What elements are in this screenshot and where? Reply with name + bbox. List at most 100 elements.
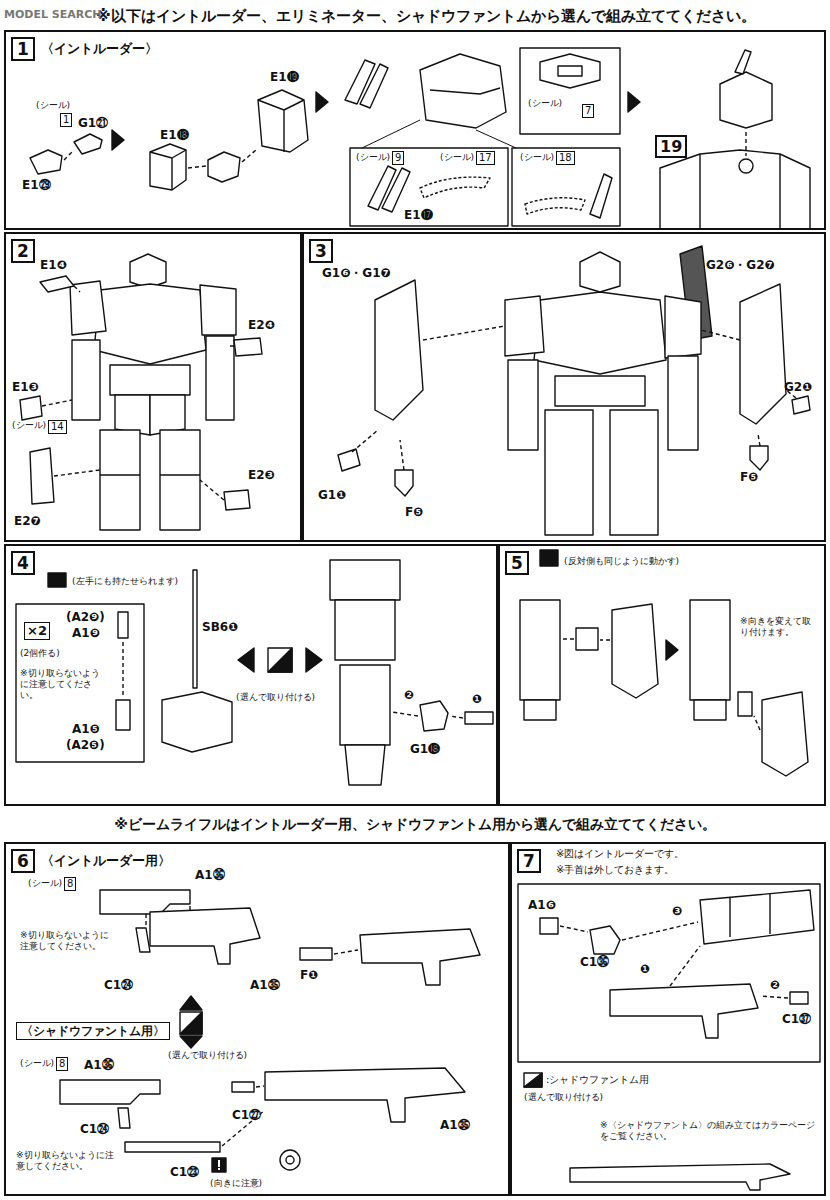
part-number: E1❹ (40, 258, 67, 272)
part-drawing (392, 712, 463, 718)
small-note: (シール) (356, 152, 390, 163)
part-drawing (520, 550, 808, 776)
part-number: F❶ (300, 968, 318, 982)
part-drawing (16, 560, 493, 785)
step-number: 6 (11, 849, 35, 873)
note-text: ※手首は外しておきます。 (556, 864, 674, 876)
part-drawing (520, 48, 620, 134)
robot-drawing (40, 276, 74, 292)
step-panel: 1〈イントルーダー〉 (4, 30, 826, 230)
part-drawing (258, 90, 308, 152)
part-drawing (162, 692, 232, 752)
quantity-mark: ×2 (24, 622, 50, 640)
part-number: A1❺ (72, 722, 100, 736)
rifle-drawing (560, 922, 788, 998)
part-number: ❷ (404, 688, 414, 702)
rifle-drawing (265, 1068, 465, 1122)
part-number: A1❻ (528, 898, 556, 912)
robot-drawing (70, 281, 106, 335)
part-number: A1㉟ (440, 1118, 470, 1132)
part-drawing (316, 92, 328, 112)
rifle-drawing (180, 1012, 202, 1034)
small-note: (シール) (520, 152, 554, 163)
caution-note: ※向きを変えて取り付けます。 (740, 616, 818, 638)
rifle-drawing (590, 926, 620, 954)
rifle-drawing (212, 1158, 226, 1172)
robot-drawing (338, 449, 360, 471)
part-number: E1⓲ (160, 128, 189, 142)
part-number: A1❾ (72, 626, 100, 640)
part-number: A1㊱ (195, 868, 225, 882)
step-number: 1 (11, 37, 35, 61)
part-number: ❶ (472, 692, 482, 706)
part-number: E1㉙ (22, 178, 51, 192)
rifle-drawing (218, 1160, 220, 1167)
part-drawing (16, 604, 144, 762)
part-drawing (116, 700, 130, 730)
rifle-drawing (180, 1036, 202, 1048)
caution-note: ※〈シャドウファントム〉の組み立てはカラーページをご覧ください。 (600, 1120, 815, 1142)
part-drawing (258, 100, 304, 152)
small-note: (シール) (440, 152, 474, 163)
rifle-drawing (300, 948, 332, 960)
part-number: G2❻・G2❼ (706, 258, 775, 272)
robot-drawing (534, 292, 666, 374)
robot-drawing (100, 430, 140, 530)
step-number: 2 (11, 239, 35, 263)
part-number: C1㉔ (80, 1122, 109, 1136)
section-note: ※ビームライフルはイントルーダー用、シャドウファントム用から選んで組み立ててくだ… (114, 816, 716, 834)
part-drawing (382, 168, 410, 212)
step-number: 7 (517, 849, 541, 873)
part-number: C1㊲ (782, 1012, 811, 1026)
robot-drawing (508, 360, 538, 450)
small-note: (向きに注意) (210, 1178, 262, 1189)
part-drawing (335, 600, 395, 660)
robot-drawing (580, 252, 620, 292)
robot-drawing (110, 365, 190, 395)
robot-drawing (395, 470, 413, 496)
part-number: SB6❶ (202, 620, 238, 634)
part-drawing (525, 198, 585, 214)
robot-drawing (206, 336, 234, 420)
part-drawing (694, 700, 726, 720)
rifle-drawing (540, 918, 558, 934)
robot-drawing (375, 280, 423, 420)
part-number: E2❼ (14, 514, 41, 528)
robot-drawing (234, 338, 262, 356)
part-drawing (122, 642, 123, 696)
rifle-drawing (334, 950, 358, 954)
sticker-number: 8 (64, 877, 76, 891)
rifle-drawing (232, 1082, 254, 1092)
rifle-drawing (60, 1080, 160, 1104)
rifle-drawing (518, 884, 820, 1062)
sticker-number: 8 (56, 1057, 68, 1071)
part-number: C1㊱ (580, 955, 609, 969)
part-drawing (430, 88, 500, 94)
robot-drawing (545, 410, 593, 535)
part-drawing (762, 692, 808, 776)
part-drawing (360, 64, 388, 108)
part-drawing (340, 665, 390, 745)
part-drawing (735, 50, 751, 74)
rifle-drawing (125, 1142, 220, 1152)
rifle-drawing (136, 928, 150, 952)
robot-drawing (668, 356, 698, 450)
part-number: E1❸ (12, 380, 39, 394)
option-heading: 〈シャドウファントム用〉 (16, 1022, 170, 1040)
part-drawing (112, 130, 124, 150)
small-note: (シール) (36, 100, 70, 111)
step-number: 4 (11, 551, 35, 575)
part-drawing (754, 716, 760, 730)
part-drawing (540, 54, 600, 88)
part-number: E1⓱ (404, 208, 433, 222)
small-note: (選んで取り付ける) (524, 1092, 603, 1103)
part-drawing (628, 92, 640, 112)
part-drawing (745, 132, 746, 156)
small-note: (シール) (20, 1058, 54, 1069)
robot-drawing (352, 326, 796, 470)
robot-drawing (20, 254, 262, 530)
robot-drawing (555, 376, 645, 406)
part-drawing (306, 648, 322, 672)
part-drawing (520, 600, 560, 700)
